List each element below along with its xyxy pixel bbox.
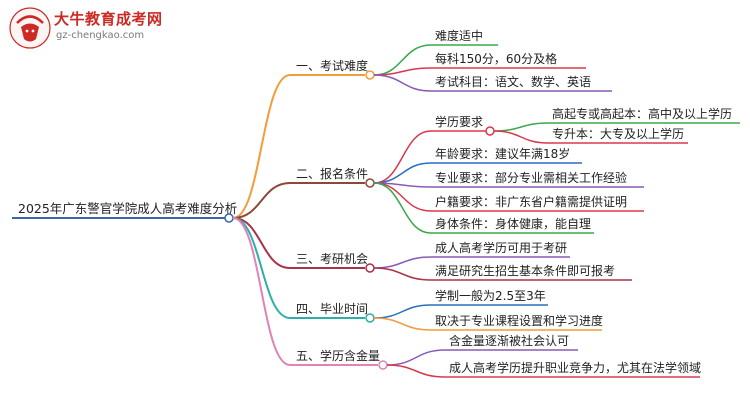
leaf-label: 每科150分，60分及格 bbox=[435, 51, 557, 66]
leaf-label: 身体条件：身体健康，能自理 bbox=[435, 216, 591, 231]
leaf-connector bbox=[373, 256, 432, 269]
branch-label: 二、报名条件 bbox=[296, 166, 368, 181]
site-brand-name: 大牛教育成考网 bbox=[54, 10, 163, 28]
leaf-label: 户籍要求：非广东省户籍需提供证明 bbox=[435, 194, 627, 209]
leaf-connector bbox=[373, 267, 432, 281]
leaf-label: 取决于专业课程设置和学习进度 bbox=[435, 313, 603, 328]
sub-leaf-label: 高起专或高起本：高中及以上学历 bbox=[552, 106, 732, 121]
leaf-label: 难度适中 bbox=[435, 28, 483, 43]
leaf-label: 满足研究生招生基本条件即可报考 bbox=[435, 263, 615, 278]
branch-connector bbox=[232, 182, 291, 219]
leaf-connector bbox=[373, 130, 432, 184]
sub-leaf-connector bbox=[493, 122, 549, 132]
sub-node bbox=[485, 126, 495, 136]
leaf-label: 学制一般为2.5至3年 bbox=[435, 288, 546, 303]
leaf-connector bbox=[373, 67, 432, 76]
leaf-connector bbox=[373, 182, 432, 234]
leaf-connector bbox=[373, 304, 432, 319]
leaf-label: 含金量逐渐被社会认可 bbox=[449, 333, 569, 348]
branch-connector bbox=[232, 217, 291, 319]
bull-logo-icon bbox=[9, 7, 51, 49]
branch-connector bbox=[232, 217, 291, 269]
leaf-label: 考试科目：语文、数学、英语 bbox=[435, 74, 591, 89]
leaf-label: 成人高考学历提升职业竞争力，尤其在法学领域 bbox=[449, 360, 701, 375]
sub-leaf-connector bbox=[493, 130, 549, 144]
branch-label: 四、毕业时间 bbox=[296, 302, 368, 316]
branch-node bbox=[365, 263, 375, 273]
leaf-connector bbox=[373, 44, 432, 76]
branch-label: 一、考试难度 bbox=[296, 58, 368, 73]
site-url: gz-chengkao.com bbox=[56, 30, 145, 41]
leaf-connector bbox=[373, 74, 432, 92]
leaf-label: 成人高考学历可用于考研 bbox=[435, 240, 567, 255]
root-topic-label: 2025年广东警官学院成人高考难度分析 bbox=[18, 201, 237, 216]
branch-node bbox=[365, 178, 375, 188]
leaf-label: 专业要求：部分专业需相关工作经验 bbox=[435, 170, 627, 185]
site-logo: 大牛教育成考网 gz-chengkao.com bbox=[8, 6, 162, 52]
branch-connector bbox=[232, 74, 291, 219]
branch-node bbox=[365, 70, 375, 80]
branch-connector bbox=[232, 217, 291, 366]
leaf-connector bbox=[373, 317, 432, 331]
root-node bbox=[224, 213, 234, 223]
branch-node bbox=[378, 360, 388, 370]
sub-leaf-label: 专升本：大专及以上学历 bbox=[552, 126, 684, 141]
branch-node bbox=[365, 313, 375, 323]
leaf-connector bbox=[386, 364, 446, 378]
branch-label: 五、学历含金量 bbox=[296, 348, 380, 363]
branch-label: 三、考研机会 bbox=[296, 252, 368, 266]
leaf-label: 年龄要求：建议年满18岁 bbox=[435, 146, 570, 161]
leaf-connector bbox=[386, 349, 446, 366]
leaf-connector bbox=[373, 162, 432, 184]
leaf-label: 学历要求 bbox=[435, 114, 483, 129]
